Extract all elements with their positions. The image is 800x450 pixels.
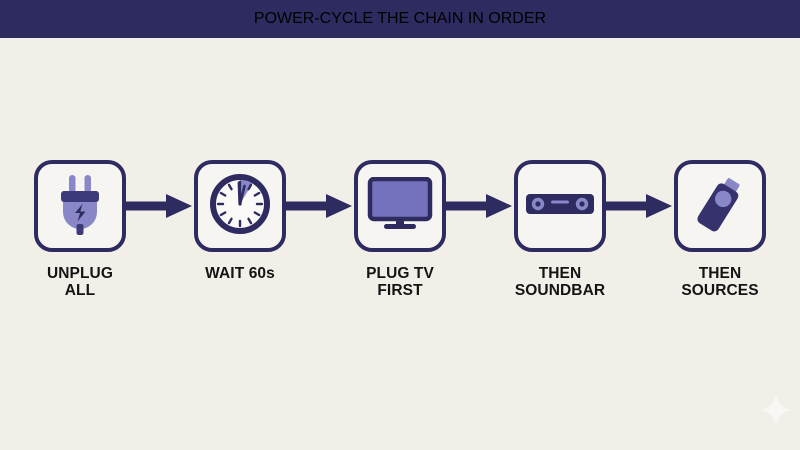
step-label: PLUG TV FIRST [366,265,434,300]
step-then-soundbar[interactable]: THEN SOUNDBAR [514,160,606,300]
process-flow: UNPLUG ALL [0,160,800,320]
soundbar-icon [525,191,595,222]
step-label: THEN SOUNDBAR [514,265,606,300]
step-icon-box [674,160,766,252]
step-then-sources[interactable]: THEN SOURCES [674,160,766,300]
step-icon-box [514,160,606,252]
page-title: POWER-CYCLE THE CHAIN IN ORDER [253,10,547,27]
power-plug-icon [52,173,108,240]
step-icon-box [194,160,286,252]
step-icon-box [354,160,446,252]
step-label: THEN SOURCES [681,265,759,300]
arrow-right-icon [606,160,674,252]
step-unplug-all[interactable]: UNPLUG ALL [34,160,126,300]
header-bar: POWER-CYCLE THE CHAIN IN ORDER [0,0,800,38]
step-plug-tv-first[interactable]: PLUG TV FIRST [354,160,446,300]
arrow-right-icon [126,160,194,252]
step-label: UNPLUG ALL [46,265,114,300]
sparkle-icon [758,392,794,428]
usb-stick-icon [689,173,751,240]
television-icon [367,176,433,236]
clock-icon [209,173,271,240]
step-wait-60s[interactable]: WAIT 60s [194,160,286,282]
arrow-right-icon [446,160,514,252]
step-icon-box [34,160,126,252]
step-label: WAIT 60s [205,265,275,282]
arrow-right-icon [286,160,354,252]
